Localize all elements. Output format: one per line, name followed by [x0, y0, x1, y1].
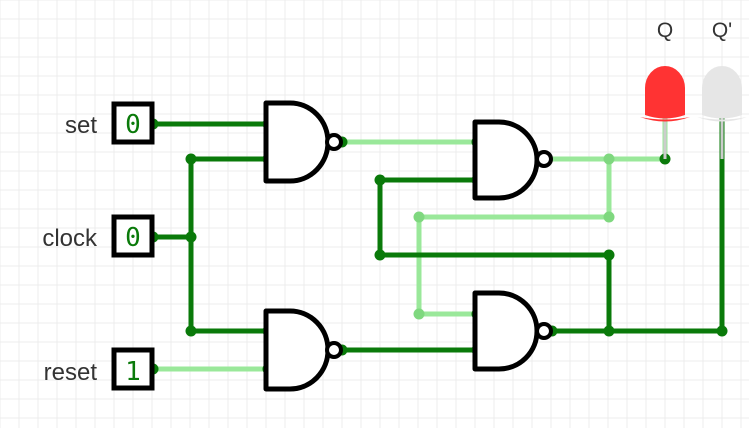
junction-dot: [185, 231, 197, 243]
wire-clock-bus: [188, 156, 271, 334]
junction-dot: [603, 153, 615, 165]
output-label-q: Q: [657, 19, 673, 42]
input-label-clock: clock: [42, 225, 98, 252]
nand-gate-reset-clock[interactable]: [263, 308, 343, 392]
output-label-q-bar: Q': [712, 19, 732, 42]
led-q: [640, 66, 690, 159]
junction-dot: [185, 153, 197, 165]
switch-value-clock: 0: [125, 223, 141, 253]
junction-dot: [603, 211, 615, 223]
wire-qbar-out: [549, 115, 725, 334]
junction-dot: [413, 308, 425, 320]
input-label-reset: reset: [44, 359, 98, 386]
junction-dot: [185, 325, 197, 337]
toggle-switch-reset[interactable]: 1: [111, 347, 155, 391]
led-q-bar: [697, 66, 747, 159]
junction-dot: [603, 325, 615, 337]
switch-value-reset: 1: [125, 357, 141, 387]
junction-dot: [374, 174, 386, 186]
switch-value-set: 0: [125, 110, 141, 140]
junction-dot: [374, 249, 386, 261]
junction-dot: [413, 211, 425, 223]
nand-gate-set-clock[interactable]: [263, 100, 343, 184]
junction-dot: [603, 249, 615, 261]
toggle-switch-set[interactable]: 0: [111, 101, 155, 145]
input-label-set: set: [65, 112, 97, 139]
toggle-switch-clock[interactable]: 0: [111, 214, 155, 258]
junction-dot: [716, 325, 728, 337]
nand-gate-latch-q[interactable]: [472, 119, 553, 201]
nand-gate-latch-q-bar[interactable]: [472, 290, 553, 372]
